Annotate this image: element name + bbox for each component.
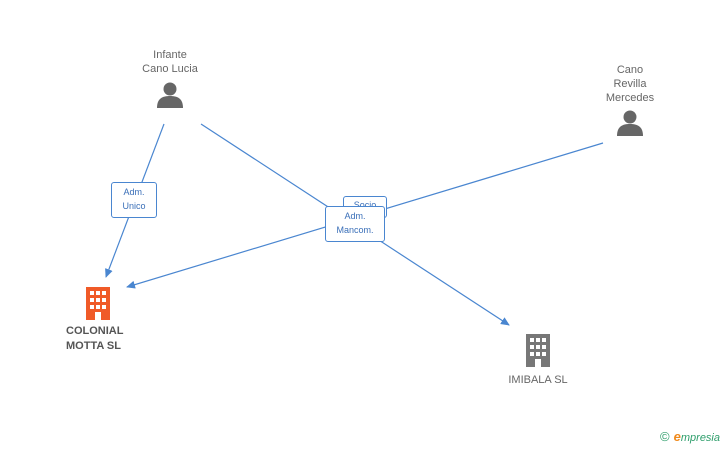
person-icon [157, 82, 183, 108]
company-node-colonial[interactable]: COLONIAL MOTTA SL [66, 286, 146, 354]
copyright-symbol: © [660, 429, 670, 444]
person-node-infante[interactable]: Infante Cano Lucia [120, 48, 220, 110]
building-icon [86, 287, 110, 320]
person-name: Infante Cano Lucia [142, 49, 198, 75]
building-icon [526, 334, 550, 367]
edge-label-adm-mancom[interactable]: Adm. Mancom. [325, 206, 385, 242]
company-name: IMIBALA SL [508, 374, 568, 386]
person-name: Cano Revilla Mercedes [605, 64, 655, 104]
edge-label-adm-unico[interactable]: Adm. Unico [111, 182, 157, 218]
company-node-imibala[interactable]: IMIBALA SL [496, 333, 580, 388]
person-node-cano[interactable]: Cano Revilla Mercedes [582, 63, 678, 138]
brand-wordmark: mpresia [680, 432, 720, 444]
person-icon [617, 110, 643, 136]
company-name: COLONIAL MOTTA SL [66, 325, 124, 352]
brand-logo-mark: e [673, 429, 681, 444]
empresia-logo: ©empresia [660, 429, 720, 444]
